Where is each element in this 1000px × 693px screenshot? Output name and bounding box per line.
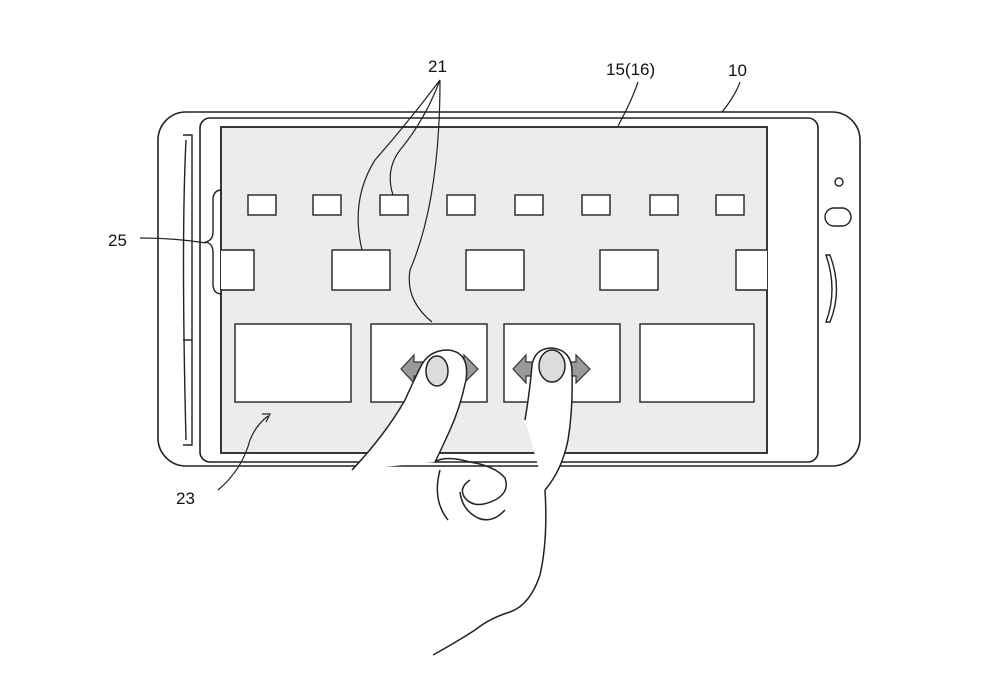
medium-object-row (221, 249, 767, 291)
small-object[interactable] (581, 194, 611, 216)
medium-object-partial[interactable] (735, 249, 767, 291)
palm (434, 457, 507, 506)
small-object[interactable] (312, 194, 342, 216)
hand-drawing (351, 347, 573, 656)
medium-object-partial[interactable] (221, 249, 255, 291)
middle-finger (524, 347, 573, 491)
large-object[interactable] (234, 323, 352, 403)
leader-23-arrowhead (262, 413, 271, 423)
small-object[interactable] (247, 194, 277, 216)
wrist-line (432, 489, 547, 656)
medium-object[interactable] (465, 249, 525, 291)
small-object[interactable] (715, 194, 745, 216)
volume-key (824, 254, 838, 323)
label-device: 10 (728, 61, 747, 80)
group-bracket (203, 189, 223, 295)
leader-15 (617, 81, 639, 127)
small-object[interactable] (514, 194, 544, 216)
side-keys (182, 134, 193, 446)
index-fingernail (425, 355, 449, 387)
label-objects: 21 (428, 57, 447, 76)
middle-fingernail (538, 349, 566, 383)
camera-icon (834, 177, 844, 187)
home-key (824, 207, 852, 227)
leader-21-a (389, 79, 441, 196)
label-object-group: 25 (108, 231, 127, 250)
leader-lines (139, 79, 741, 491)
leader-23 (217, 415, 269, 491)
large-object[interactable] (639, 323, 755, 403)
medium-object[interactable] (331, 249, 391, 291)
leader-21-b (357, 79, 441, 251)
label-screen: 23 (176, 489, 195, 508)
right-controls (824, 177, 852, 323)
leader-10 (721, 81, 741, 113)
small-object[interactable] (649, 194, 679, 216)
small-object-row (247, 194, 745, 216)
small-object[interactable] (379, 194, 409, 216)
leader-21-c (408, 79, 441, 323)
thumb-curl (459, 491, 506, 521)
small-object[interactable] (446, 194, 476, 216)
medium-object[interactable] (599, 249, 659, 291)
wrist-line-inner (436, 469, 449, 521)
leader-25 (139, 237, 207, 244)
label-display: 15(16) (606, 60, 655, 79)
